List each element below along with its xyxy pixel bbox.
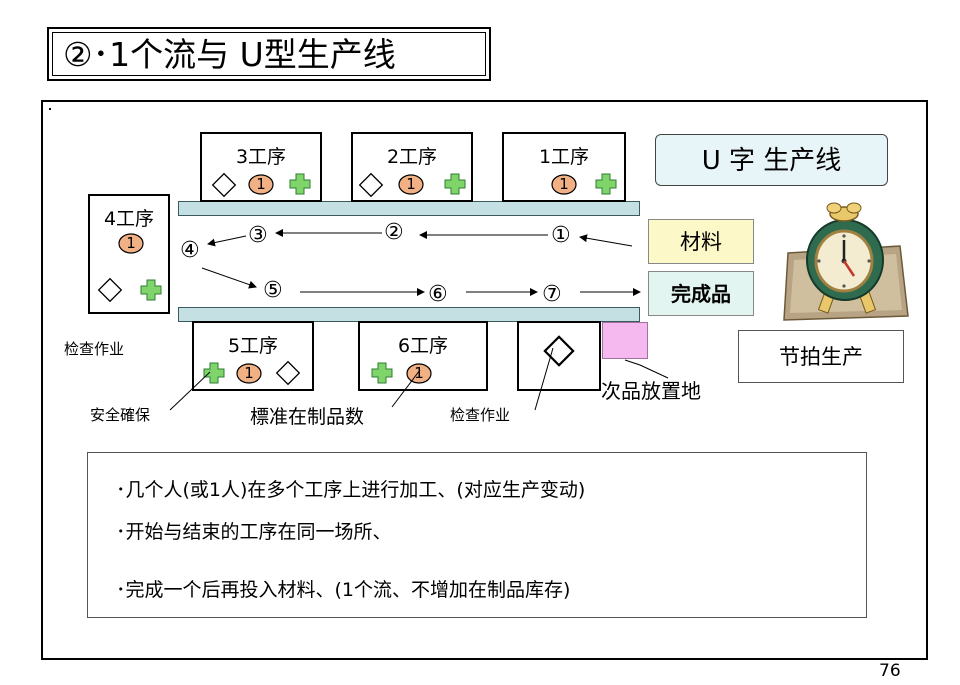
station-4-label: 4工序 (103, 208, 155, 230)
u-line-label: U 字 生产线 (655, 134, 888, 186)
finished-goods-box: 完成品 (648, 271, 754, 316)
inspection-label-left: 检查作业 (64, 340, 125, 358)
station-2-label: 2工序 (386, 146, 438, 168)
station-6: 6工序 1 (358, 321, 488, 391)
circle-number-icon: 1 (236, 363, 262, 384)
circle-number-icon: 1 (398, 174, 424, 195)
token-number: 1 (559, 175, 569, 193)
diamond-icon (358, 172, 384, 198)
flow-number-5: ⑤ (263, 278, 283, 303)
page-number: 76 (879, 661, 901, 681)
token-number: 1 (414, 364, 424, 382)
green-cross-icon (371, 362, 393, 384)
note-3: ･完成一个后再投入材料、(1个流、不增加在制品库存) (116, 579, 571, 601)
note-1: ･几个人(或1人)在多个工序上进行加工、(对应生产变动) (116, 479, 586, 501)
arrow-4-to-5 (201, 267, 257, 289)
callout-reject (624, 359, 669, 379)
wip-label: 標准在制品数 (250, 406, 365, 428)
green-cross-icon (140, 279, 162, 301)
flow-number-1: ① (551, 223, 571, 248)
diamond-icon (275, 360, 301, 386)
circle-number-icon: 1 (406, 363, 432, 384)
reject-area-label: 次品放置地 (601, 379, 701, 403)
page-title: ②･1个流与 U型生产线 (52, 32, 486, 76)
arrow-3-to-4 (207, 235, 247, 247)
corner-dot (49, 108, 51, 110)
callout-inspection (534, 347, 554, 411)
material-box: 材料 (648, 219, 754, 264)
green-cross-icon (444, 173, 466, 195)
flow-number-7: ⑦ (542, 282, 562, 307)
green-cross-icon (289, 173, 311, 195)
station-4: 4工序 1 (88, 194, 170, 314)
inspection-label-bottom: 检查作业 (450, 406, 511, 424)
green-cross-icon (595, 173, 617, 195)
diamond-icon (211, 172, 237, 198)
green-cross-icon (203, 362, 225, 384)
station-3: 3工序 1 (200, 132, 322, 202)
safety-label: 安全確保 (90, 406, 151, 424)
station-1-label: 1工序 (538, 146, 590, 168)
circle-number-icon: 1 (551, 174, 577, 195)
arrow-material-to-1 (579, 234, 633, 247)
circle-number-icon: 1 (118, 233, 144, 254)
circle-number-icon: 1 (248, 174, 274, 195)
inspection-station (517, 321, 601, 391)
reject-area-box (602, 322, 648, 359)
diamond-icon (543, 335, 575, 367)
token-number: 1 (126, 234, 136, 252)
station-2: 2工序 1 (351, 132, 473, 202)
flow-number-4: ④ (180, 238, 200, 263)
station-5-label: 5工序 (227, 335, 279, 357)
station-5: 5工序 1 (192, 321, 314, 391)
note-2: ･开始与结束的工序在同一场所、 (116, 521, 392, 543)
callout-wip (391, 369, 421, 408)
takt-production-box: 节拍生产 (738, 330, 904, 383)
token-number: 1 (244, 364, 254, 382)
flow-number-2: ② (384, 220, 404, 245)
station-1: 1工序 1 (502, 132, 626, 202)
token-number: 1 (406, 175, 416, 193)
token-number: 1 (256, 175, 266, 193)
callout-safety (169, 371, 211, 411)
diagram-frame (41, 100, 928, 660)
flow-number-6: ⑥ (428, 282, 448, 307)
title-box: ②･1个流与 U型生产线 (47, 27, 491, 81)
flow-number-3: ③ (248, 223, 268, 248)
alarm-clock-icon (783, 202, 909, 321)
station-3-label: 3工序 (235, 146, 287, 168)
notes-box: ･几个人(或1人)在多个工序上进行加工、(对应生产变动) ･开始与结束的工序在同… (87, 452, 867, 618)
station-6-label: 6工序 (397, 335, 449, 357)
diamond-icon (97, 277, 123, 303)
